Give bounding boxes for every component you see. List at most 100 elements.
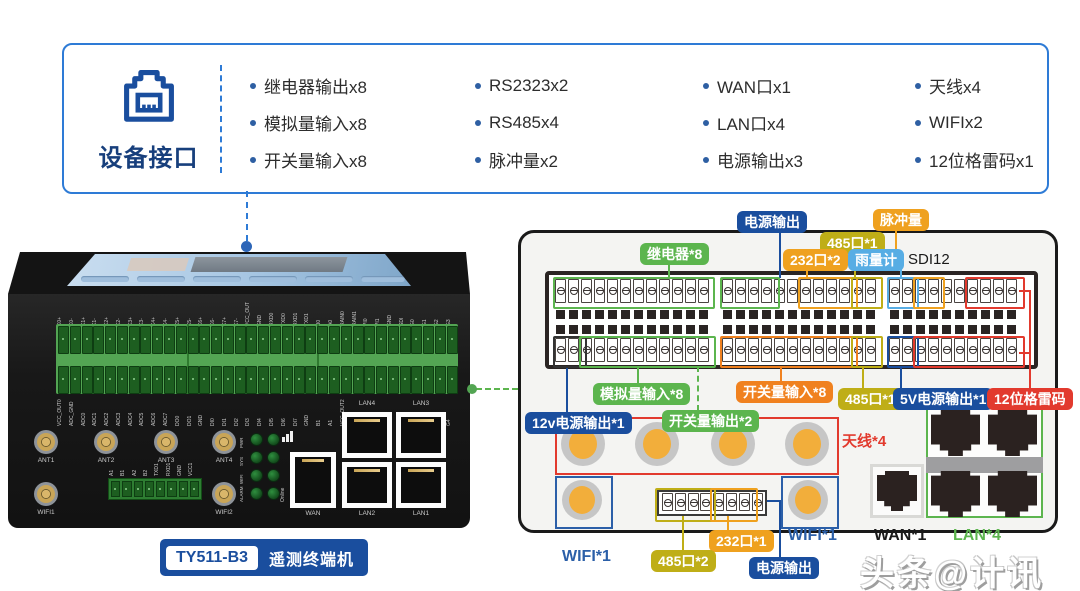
- port-pins: [354, 469, 380, 472]
- screw-icon: [596, 287, 604, 295]
- device-terminal: [258, 326, 270, 354]
- screw-terminal: [980, 279, 991, 303]
- pin-square: [569, 310, 578, 319]
- pin-square: [840, 325, 849, 334]
- device-terminal: [152, 326, 164, 354]
- pin-labels-top-row: K0+K0-K1+K1-K2+K2-K3+K3-K4+K4-K5+K5-K6+K…: [56, 296, 460, 326]
- spec-item-label: 天线x4: [929, 78, 981, 97]
- device-top-panel: [67, 254, 411, 286]
- screw-icon: [891, 346, 899, 354]
- screw-terminal: [698, 338, 709, 362]
- screw-terminal: [633, 279, 644, 303]
- connector-dot-blue: [241, 241, 252, 252]
- small-terminal-strip: [657, 490, 767, 516]
- screw-icon: [867, 287, 875, 295]
- pin-label: DI1: [221, 418, 228, 426]
- back-panel-diagram: 电源输出 脉冲量 485口*1 232口*2 雨量计 SDI12 继电器*8 模…: [518, 209, 1073, 579]
- bullet-icon: [475, 156, 481, 163]
- signal-strength-icon: [286, 434, 289, 442]
- device-terminal: [281, 326, 293, 354]
- group-relay-1: [553, 277, 715, 309]
- antenna-connector: [34, 430, 58, 454]
- pin-label: B0: [316, 319, 323, 326]
- screw-icon: [557, 346, 565, 354]
- led-label: PWR: [239, 437, 244, 449]
- screw-terminal: [993, 279, 1004, 303]
- spec-item-label: 继电器输出x8: [264, 78, 367, 97]
- screw-icon: [676, 499, 685, 507]
- device-terminal: [58, 366, 69, 394]
- leader-power-out-bottom-h: [767, 500, 781, 502]
- pin-label: DI5: [269, 418, 276, 426]
- screw-icon: [891, 287, 899, 295]
- screw-terminal: [646, 279, 657, 303]
- device-terminal: [411, 366, 423, 394]
- screw-terminal: [674, 493, 686, 511]
- pin-square: [699, 310, 708, 319]
- serial-pin-label: A2: [131, 469, 138, 476]
- device-terminal: [434, 326, 446, 354]
- led-label: SYS: [239, 456, 244, 466]
- pin-label: G0: [410, 319, 417, 326]
- connector-line-vertical: [246, 191, 248, 241]
- pin-square: [634, 310, 643, 319]
- pin-label: A0: [327, 319, 334, 326]
- pin-square: [634, 325, 643, 334]
- port-opening: [347, 417, 387, 453]
- pin-label: ADC2: [104, 412, 111, 426]
- spec-box-header: 设备接口: [86, 67, 211, 173]
- screw-terminal: [687, 493, 699, 511]
- screw-icon: [635, 287, 643, 295]
- screw-icon: [609, 346, 617, 354]
- bullet-icon: [475, 119, 481, 126]
- screw-icon: [609, 287, 617, 295]
- pin-square: [903, 310, 912, 319]
- port-pins: [354, 419, 380, 422]
- bullet-icon: [475, 82, 481, 89]
- device-terminal: [140, 366, 152, 394]
- antenna-connector-4: [785, 422, 829, 466]
- wifi-label: WIFI2: [215, 509, 233, 516]
- screw-terminal: [594, 279, 605, 303]
- spec-title: 设备接口: [98, 145, 199, 172]
- device-terminal: [93, 366, 105, 394]
- group-graycode-bottom: [913, 336, 1025, 368]
- leader-graycode-h1: [1019, 290, 1031, 292]
- pin-label: ADC5: [139, 412, 146, 426]
- serial-terminal: [178, 481, 188, 497]
- pin-square: [608, 325, 617, 334]
- wifi-connector: [212, 482, 236, 506]
- lan2-port-label: LAN2: [358, 510, 376, 517]
- device-terminal: [399, 366, 411, 394]
- screw-icon: [750, 346, 758, 354]
- device-terminal: [81, 326, 93, 354]
- pin-square: [968, 325, 977, 334]
- bullet-icon: [915, 82, 921, 89]
- serial-pin-label: RXD1: [165, 462, 172, 476]
- pin-square: [775, 310, 784, 319]
- screw-icon: [661, 346, 669, 354]
- spec-item: 12位格雷码x1: [915, 141, 1034, 178]
- screw-icon: [700, 287, 708, 295]
- screw-icon: [789, 346, 797, 354]
- pin-square: [723, 325, 732, 334]
- spec-item: WIFIx2: [915, 104, 1034, 141]
- screw-icon: [776, 346, 784, 354]
- pin-square: [673, 310, 682, 319]
- device-terminal: [305, 326, 317, 354]
- screw-terminal: [620, 279, 631, 303]
- badge-rs232-small: 232口*1: [709, 530, 774, 552]
- antenna-label: ANT1: [37, 457, 55, 464]
- pin-square: [556, 310, 565, 319]
- group-graycode-top: [965, 277, 1025, 309]
- pin-square: [762, 325, 771, 334]
- device-terminal: [211, 366, 223, 394]
- leader-power12v: [566, 366, 568, 413]
- pin-label: ADC1: [92, 412, 99, 426]
- leader-graycode-h2: [1019, 352, 1031, 354]
- screw-terminal: [954, 279, 965, 303]
- device-terminal: [305, 366, 317, 394]
- device-terminal: [340, 366, 352, 394]
- spec-item: 天线x4: [915, 67, 1034, 104]
